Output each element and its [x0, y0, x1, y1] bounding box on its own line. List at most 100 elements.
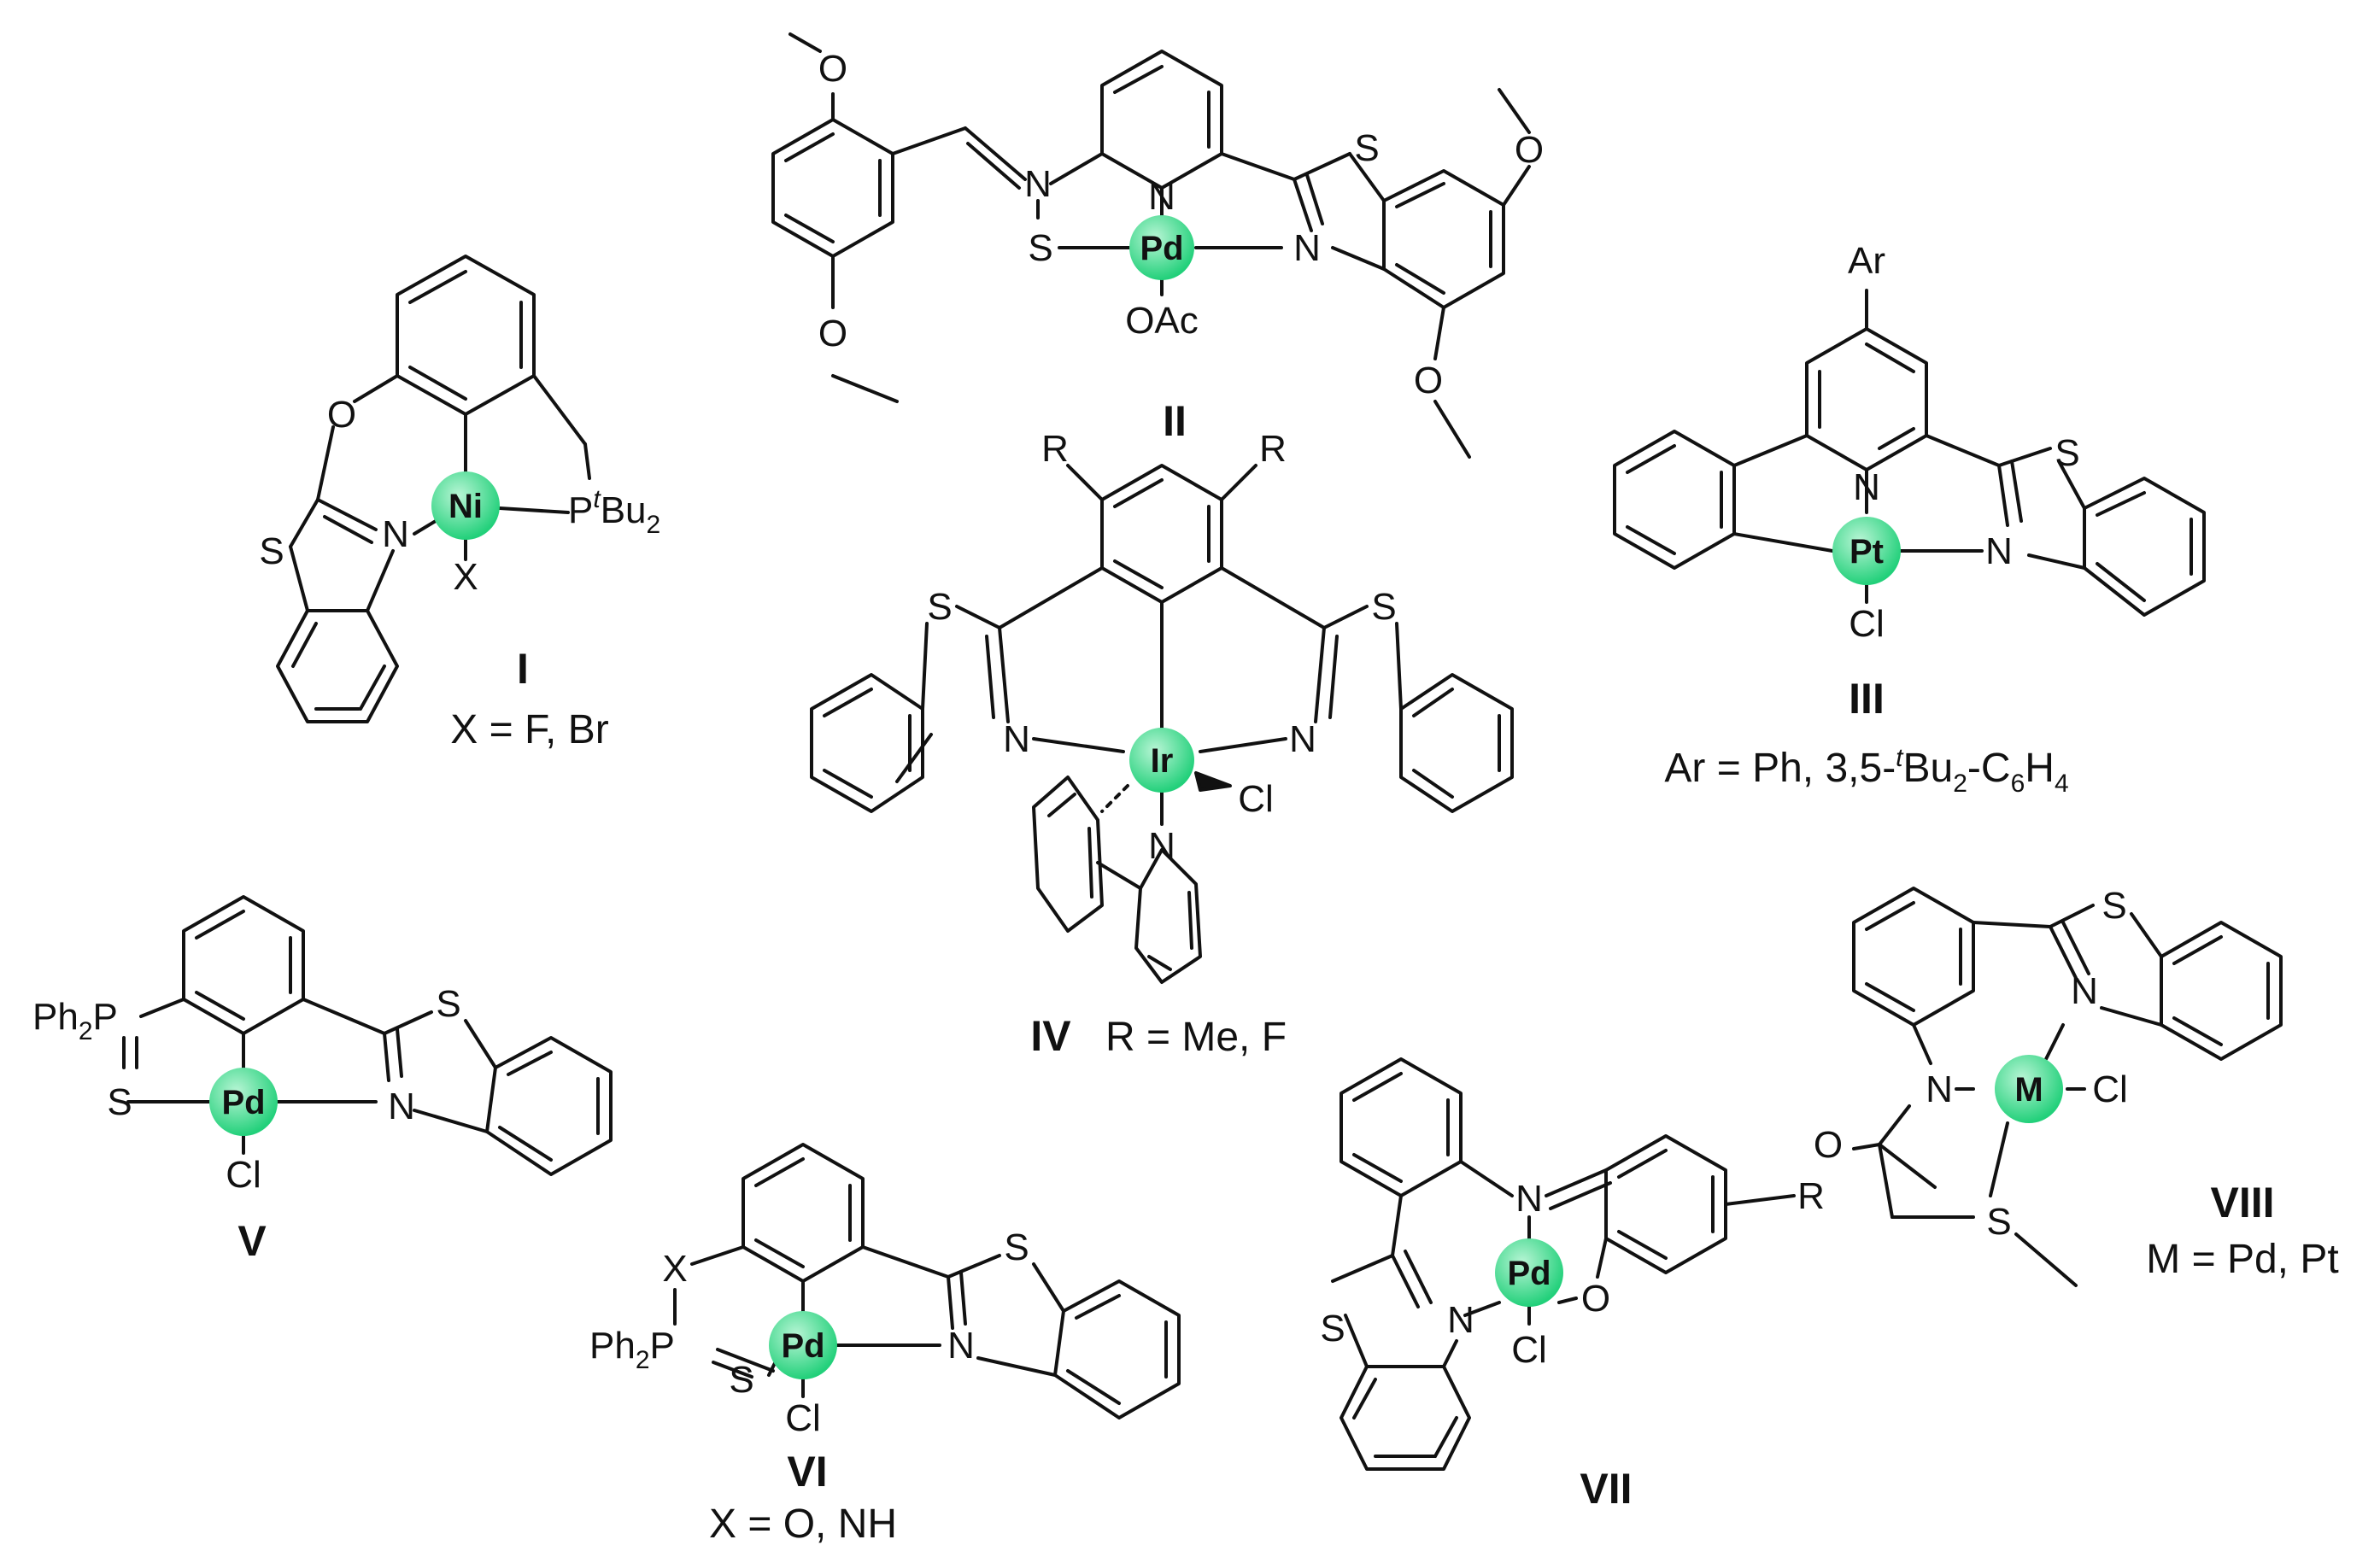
compound-II-methoxy-o-bottom: O	[818, 313, 847, 354]
compound-II-methoxy-o-top: O	[818, 48, 847, 90]
compound-II-metal-label: Pd	[1140, 230, 1183, 267]
compound-VIII-roman-label: VIII	[2210, 1179, 2274, 1226]
compound-IV-s-left: S	[927, 586, 952, 628]
compound-III-metal-sphere	[1832, 517, 1901, 585]
compound-V-ph-sub: 2	[79, 1017, 93, 1045]
compound-VIII-amide-n: N	[1926, 1068, 1953, 1110]
compound-III-cap-4: 4	[2055, 770, 2069, 798]
compound-III-pyridine-n: N	[1853, 466, 1880, 508]
compound-VI-x-label: X	[662, 1248, 687, 1290]
compound-IV-r-right: R	[1259, 428, 1287, 470]
compound-V-phosphine-label: Ph2P	[32, 996, 118, 1045]
compound-V: Pd Ph2P S N S Cl V	[32, 895, 613, 1265]
compound-I: Ni O S N X PtBu2 I X = F, Br	[259, 255, 660, 752]
compound-I-oxygen-label: O	[327, 394, 356, 436]
compound-VI-metal-label: Pd	[781, 1327, 824, 1365]
compound-II: Pd O O N S N N S O O OAc II	[771, 32, 1544, 459]
compound-IV-roman-label: IV	[1030, 1012, 1071, 1060]
compound-VI-ph-sub: 2	[636, 1346, 650, 1374]
compound-IV-n-pyridine: N	[1148, 825, 1175, 867]
compound-IV-n-right: N	[1289, 718, 1316, 760]
compound-II-bridge-s: S	[1028, 227, 1052, 269]
compound-V-ph: Ph	[32, 996, 79, 1038]
compound-VI-roman-label: VI	[787, 1448, 827, 1496]
compound-VI-bonds	[673, 1143, 1181, 1420]
compound-III-cap-t: t	[1896, 744, 1904, 772]
compound-VIII-thioether-s: S	[1986, 1201, 2011, 1243]
compound-VI: Pd X Ph2P S N S Cl VI X = O, NH	[589, 1143, 1181, 1547]
compound-V-roman-label: V	[237, 1217, 267, 1265]
compound-VII-metal-sphere	[1495, 1238, 1563, 1307]
compound-IV-s-right: S	[1371, 586, 1396, 628]
compound-IV-chloride: Cl	[1238, 778, 1274, 820]
compound-III-roman-label: III	[1849, 675, 1885, 723]
compound-I-phosphorus-label: PtBu2	[568, 485, 660, 539]
compound-I-metal-sphere	[431, 471, 500, 540]
compound-VII-bonds	[1331, 1057, 1796, 1471]
compound-IV-metal-label: Ir	[1151, 742, 1174, 780]
compound-V-p: P	[93, 996, 118, 1038]
compound-IV: Ir R R S S N N N Cl IV R = Me, F	[810, 428, 1514, 1060]
compound-V-thiazole-n: N	[388, 1086, 415, 1127]
compound-V-bonds	[122, 895, 613, 1176]
compound-II-roman-label: II	[1163, 397, 1187, 445]
compound-I-tert-sup: t	[593, 485, 601, 513]
compound-I-metal-label: Ni	[448, 488, 483, 525]
compound-I-x-label: X	[453, 556, 478, 598]
compound-VIII-chloride: Cl	[2092, 1068, 2128, 1110]
compound-VI-caption: X = O, NH	[709, 1502, 897, 1547]
compound-VIII-thiazole-n: N	[2071, 970, 2098, 1012]
compound-VII-phenoxide-o: O	[1581, 1278, 1610, 1320]
compound-VII-imine-n: N	[1515, 1178, 1543, 1220]
compound-VIII-caption: M = Pd, Pt	[2146, 1237, 2338, 1282]
compound-VI-chloride: Cl	[785, 1397, 821, 1439]
compound-VI-phosphine-label: Ph2P	[589, 1325, 675, 1374]
compound-III-cap-c: -C	[1967, 746, 2011, 791]
compound-I-sulfur-label: S	[259, 530, 284, 572]
compound-I-p: P	[568, 489, 593, 531]
compound-VI-p: P	[650, 1325, 675, 1367]
compound-III-caption: Ar = Ph, 3,5-tBu2-C6H4	[1664, 744, 2068, 798]
compound-VII-metal-label: Pd	[1507, 1255, 1551, 1292]
compound-I-bu-sub: 2	[647, 511, 661, 539]
compound-VII-thiazole-n: N	[1447, 1299, 1474, 1341]
compound-VIII: M N O Cl S N S VIII M = Pd, Pt	[1814, 885, 2339, 1287]
compound-III-chloride-label: Cl	[1849, 603, 1885, 645]
compound-III-thiazole-s: S	[2055, 432, 2079, 474]
compound-III-metal-label: Pt	[1849, 533, 1884, 571]
compound-VII: Pd N O R Cl N S VII	[1320, 1057, 1825, 1513]
compound-III-cap-6: 6	[2011, 770, 2025, 798]
compound-III-cap-bu: Bu	[1903, 746, 1954, 791]
compound-II-acetate-label: OAc	[1125, 300, 1199, 342]
compound-VI-thio-s: S	[729, 1359, 753, 1401]
compound-I-nitrogen-label: N	[382, 513, 409, 555]
compound-V-chloride: Cl	[226, 1154, 261, 1196]
compound-V-metal-sphere	[209, 1068, 278, 1136]
compound-II-bonds	[771, 32, 1531, 459]
compound-III-aryl-label: Ar	[1848, 240, 1885, 282]
compound-I-roman-label: I	[517, 645, 529, 693]
compound-VII-roman-label: VII	[1580, 1465, 1632, 1513]
compound-VIII-bonds	[1852, 887, 2283, 1287]
compound-V-thiazole-s: S	[436, 983, 460, 1025]
compound-I-bu: Bu	[601, 489, 647, 531]
compound-I-bonds	[276, 255, 591, 723]
compound-VI-metal-sphere	[769, 1311, 837, 1379]
compound-III-bonds	[1613, 289, 2206, 617]
compound-VIII-metal-label: M	[2014, 1071, 2043, 1109]
compound-II-methoxy-o-right: O	[1515, 129, 1544, 171]
compound-IV-bonds	[810, 464, 1514, 984]
compound-I-caption: X = F, Br	[450, 707, 608, 752]
compound-III-cap-pre: Ar = Ph, 3,5-	[1664, 746, 1896, 791]
compound-II-imine-n: N	[1024, 163, 1052, 205]
compound-III-cap-2: 2	[1953, 770, 1967, 798]
compound-IV-caption: R = Me, F	[1105, 1015, 1287, 1060]
compound-II-pyridine-n: N	[1148, 176, 1175, 218]
compound-VII-r-label: R	[1797, 1175, 1825, 1217]
compound-VIII-metal-sphere	[1995, 1055, 2063, 1123]
compound-VI-thiazole-s: S	[1004, 1226, 1029, 1268]
compound-V-thio-s: S	[107, 1081, 132, 1123]
compound-III-cap-h: H	[2025, 746, 2055, 791]
compound-VI-thiazole-n: N	[947, 1325, 975, 1367]
